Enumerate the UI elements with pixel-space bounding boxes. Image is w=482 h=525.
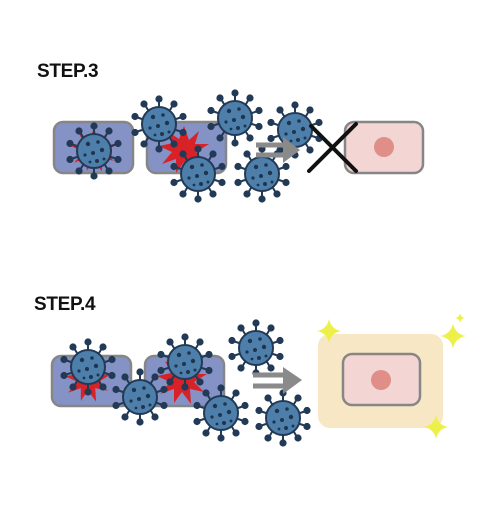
sparkle-icon (455, 313, 465, 323)
cross-mark-icon (307, 122, 358, 173)
virus-icon (228, 319, 284, 377)
cell-nucleus (374, 137, 394, 157)
step-4-label: STEP.4 (34, 294, 96, 315)
step-3-scene (52, 89, 425, 203)
double-arrow-icon (253, 367, 302, 394)
virus-icon (255, 389, 311, 447)
step-4-scene (50, 313, 466, 447)
cell-nucleus (371, 370, 391, 390)
step-3-label: STEP.3 (37, 61, 99, 82)
double-arrow-icon (256, 137, 300, 163)
sparkle-icon (440, 323, 466, 349)
